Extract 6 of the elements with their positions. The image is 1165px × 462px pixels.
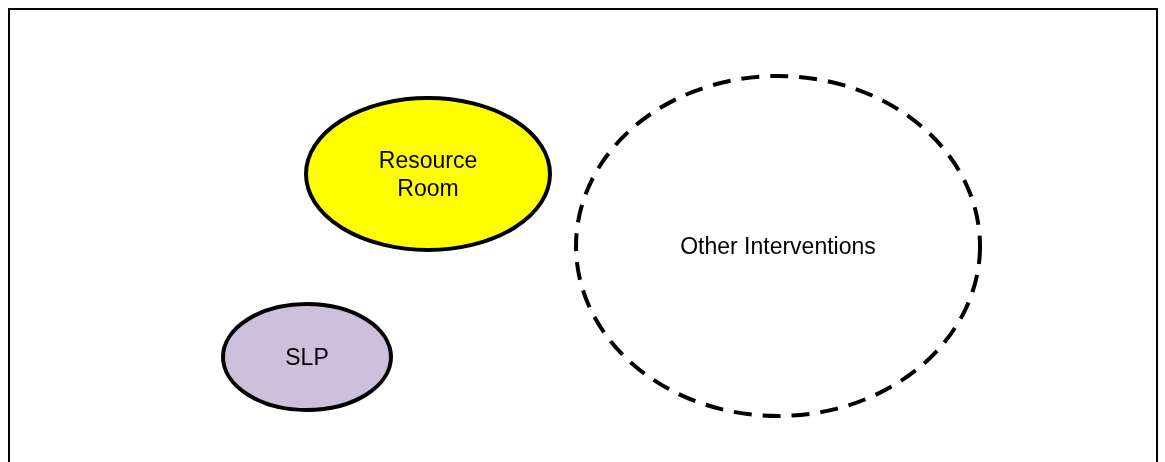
node-label: Other Interventions [679,232,877,260]
ellipse-node [574,74,982,418]
ellipse-node [221,302,393,412]
node-label: Resource Room [377,146,479,202]
ellipse-node [304,96,552,252]
node-label: SLP [284,343,330,371]
